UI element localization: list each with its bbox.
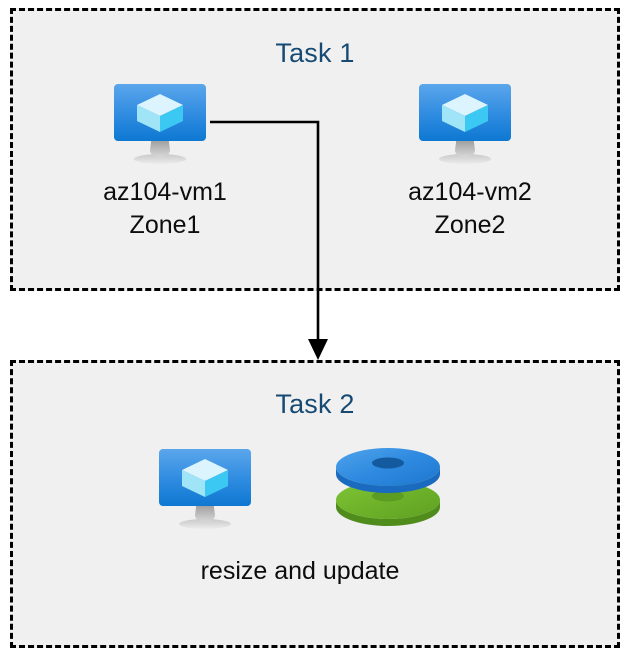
- task-group-task2: Task 2: [10, 360, 620, 648]
- task2-caption: resize and update: [80, 555, 520, 588]
- node-label-vm2: az104-vm2 Zone2: [345, 176, 595, 242]
- node-label-vm1: az104-vm1 Zone1: [40, 176, 290, 242]
- vm1-name: az104-vm1: [103, 178, 227, 206]
- task-group-title-task2: Task 2: [275, 389, 355, 419]
- azure-virtual-machine-icon: [110, 80, 210, 165]
- vm1-zone: Zone1: [129, 211, 201, 239]
- vm2-name: az104-vm2: [408, 178, 532, 206]
- azure-virtual-machine-icon: [415, 80, 515, 165]
- vm2-zone: Zone2: [434, 211, 506, 239]
- down-arrow-icon: [308, 339, 328, 360]
- azure-virtual-machine-icon: [155, 445, 255, 530]
- azure-disks-icon: [333, 443, 443, 533]
- task-group-title-task1: Task 1: [275, 38, 355, 68]
- task-group-task1: Task 1: [10, 8, 620, 291]
- task2-caption-text: resize and update: [200, 557, 400, 585]
